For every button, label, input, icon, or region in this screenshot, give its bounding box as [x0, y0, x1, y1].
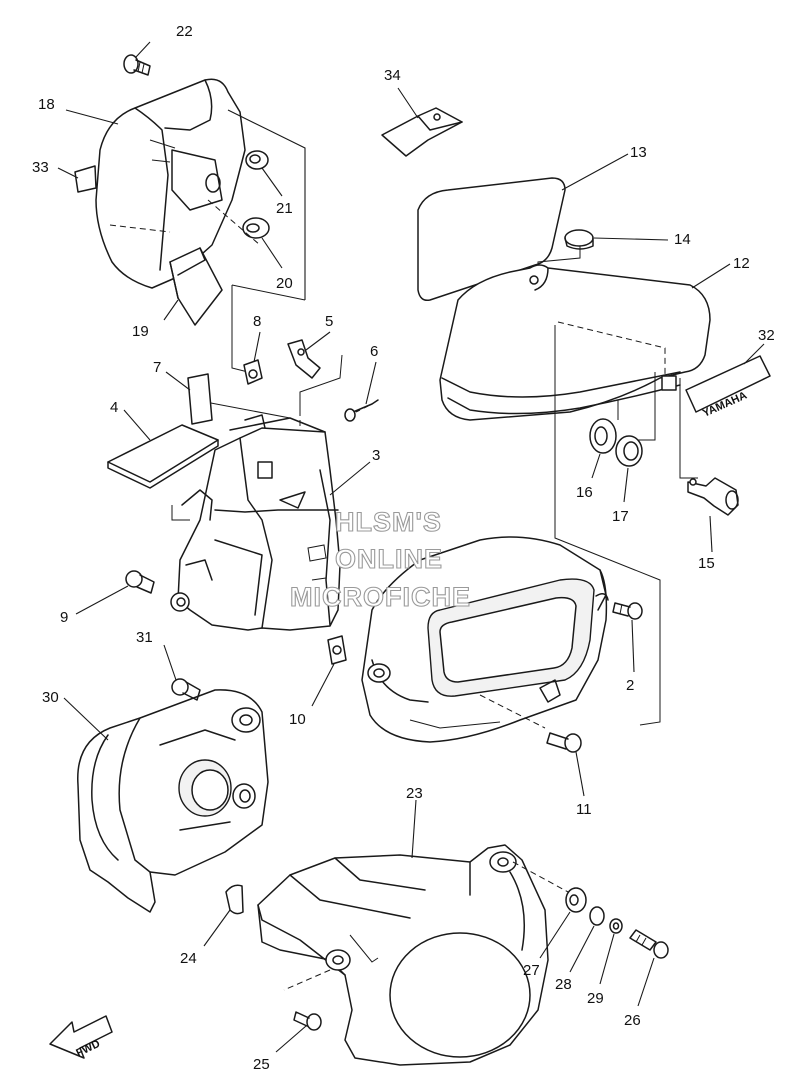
part-14-grommet[interactable]: [564, 229, 594, 250]
watermark-line-3: MICROFICHE: [290, 582, 471, 612]
callout-6: 6: [370, 343, 378, 360]
forward-direction-arrow: FWD: [49, 1015, 113, 1060]
part-18-cover[interactable]: [95, 78, 246, 289]
part-23-cover[interactable]: [257, 844, 549, 1066]
callout-11: 11: [576, 801, 592, 818]
callout-28: 28: [555, 976, 572, 993]
part-28-spacer[interactable]: [589, 906, 605, 926]
callout-21: 21: [276, 200, 293, 217]
callout-18: 18: [38, 96, 55, 113]
watermark-line-1: HLSM'S: [335, 507, 442, 537]
callout-33: 33: [32, 159, 49, 176]
part-31-bolt[interactable]: [171, 678, 201, 701]
callout-19: 19: [132, 323, 149, 340]
callout-9: 9: [60, 609, 68, 626]
part-15-fastener[interactable]: [687, 477, 739, 516]
callout-32: 32: [758, 327, 775, 344]
part-10-clip-nut[interactable]: [327, 635, 347, 665]
part-33-strip[interactable]: [74, 165, 97, 193]
callout-29: 29: [587, 990, 604, 1007]
part-34-pad[interactable]: [381, 107, 463, 157]
part-26-bolt[interactable]: [629, 929, 669, 959]
callout-13: 13: [630, 144, 647, 161]
part-1-air-box[interactable]: [361, 536, 609, 743]
part-7-strip[interactable]: [187, 373, 213, 425]
callout-labels: 2 3 4 5 6 7 8 9 10 11 12 13 14 15 16 17 …: [32, 23, 775, 1073]
leader-lines: [57, 41, 765, 1053]
callout-31: 31: [136, 629, 153, 646]
callout-3: 3: [372, 447, 380, 464]
watermark: HLSM'S ONLINE MICROFICHE: [289, 506, 471, 612]
callout-23: 23: [406, 785, 423, 802]
callout-14: 14: [674, 231, 691, 248]
watermark-line-2: ONLINE: [335, 544, 443, 574]
callout-26: 26: [624, 1012, 641, 1029]
callout-17: 17: [612, 508, 629, 525]
callout-20: 20: [276, 275, 293, 292]
part-8-clip[interactable]: [243, 359, 263, 385]
part-12-side-cover[interactable]: [439, 264, 711, 421]
part-2-bolt[interactable]: [612, 602, 643, 620]
part-4-pad[interactable]: [107, 424, 219, 489]
part-21-grommet[interactable]: [245, 150, 269, 170]
callout-30: 30: [42, 689, 59, 706]
callout-7: 7: [153, 359, 161, 376]
part-6-screw[interactable]: [344, 399, 379, 422]
part-17-grommet[interactable]: [615, 435, 643, 467]
part-25-bolt[interactable]: [293, 1011, 322, 1031]
part-20-grommet[interactable]: [242, 217, 270, 239]
callout-2: 2: [626, 677, 634, 694]
callout-12: 12: [733, 255, 750, 272]
part-30-cover[interactable]: [77, 689, 269, 913]
part-3-bracket[interactable]: [170, 414, 341, 631]
callout-22: 22: [176, 23, 193, 40]
part-13-filter-element[interactable]: [417, 177, 566, 302]
callout-10: 10: [289, 711, 306, 728]
part-24-clip[interactable]: [225, 884, 244, 915]
part-16-collar[interactable]: [589, 418, 617, 454]
callout-27: 27: [523, 962, 540, 979]
callout-16: 16: [576, 484, 593, 501]
callout-4: 4: [110, 399, 118, 416]
callout-34: 34: [384, 67, 401, 84]
callout-25: 25: [253, 1056, 270, 1073]
callout-15: 15: [698, 555, 715, 572]
callout-5: 5: [325, 313, 333, 330]
callout-24: 24: [180, 950, 197, 967]
part-22-screw[interactable]: [123, 54, 151, 76]
part-11-bolt[interactable]: [546, 732, 582, 753]
part-5-clip[interactable]: [287, 339, 321, 379]
part-27-collar[interactable]: [565, 887, 587, 913]
part-19-foam-block[interactable]: [169, 247, 223, 326]
callout-8: 8: [253, 313, 261, 330]
part-9-screw[interactable]: [125, 570, 155, 594]
part-29-washer[interactable]: [609, 918, 623, 934]
